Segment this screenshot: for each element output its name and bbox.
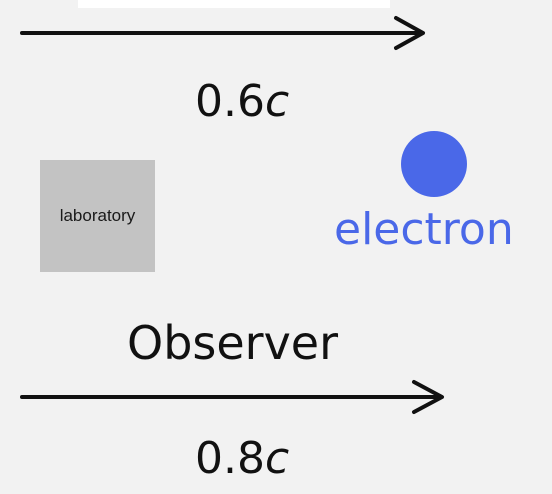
- bottom-speed-value: 0.8: [195, 433, 265, 484]
- top-arrow-head: [394, 16, 425, 50]
- bottom-speed-unit: c: [264, 433, 290, 484]
- top-speed-label: 0.6c: [195, 80, 289, 124]
- top-strip: [78, 0, 390, 8]
- bottom-arrow-head: [412, 380, 444, 414]
- top-speed-unit: c: [264, 76, 290, 127]
- laboratory-box: laboratory: [40, 160, 155, 272]
- laboratory-label: laboratory: [59, 206, 136, 225]
- electron-dot: [401, 131, 467, 197]
- top-speed-value: 0.6: [195, 76, 265, 127]
- observer-label: Observer: [127, 316, 339, 370]
- bottom-speed-label: 0.8c: [195, 437, 289, 481]
- electron-label: electron: [334, 204, 514, 255]
